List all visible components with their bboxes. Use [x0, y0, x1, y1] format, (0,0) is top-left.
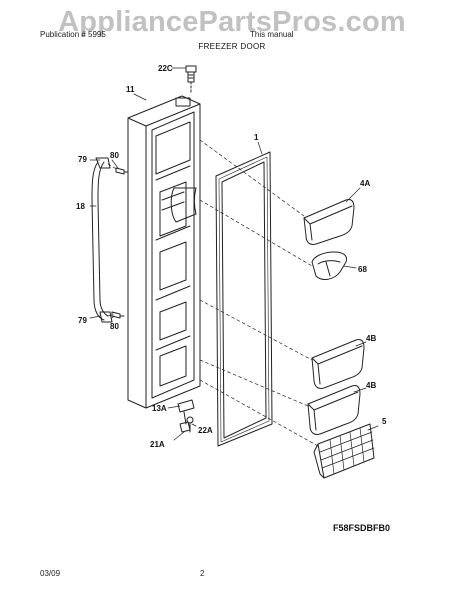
callout-5: 5 [382, 417, 387, 426]
part-22a-screw [186, 416, 194, 433]
part-21a-bushing [179, 421, 191, 433]
part-80-screw-top [115, 167, 129, 175]
part-68-chute-cover [311, 251, 347, 280]
callout-22c: 22C [158, 64, 173, 73]
part-4b-door-bin-upper [311, 339, 365, 389]
header-publication: Publication # 5995 [40, 30, 106, 39]
part-22c-screw [185, 65, 197, 83]
part-11-door-panel [127, 95, 201, 409]
watermark-logo: AppliancePartsPros.com [58, 6, 406, 38]
header-note: This manual [250, 30, 294, 39]
alignment-lines [107, 139, 319, 447]
callout-79-top: 79 [78, 155, 87, 164]
part-18-handle [91, 157, 113, 323]
callout-22a: 22A [198, 426, 213, 435]
part-4b-door-bin-lower [307, 385, 361, 435]
callout-68: 68 [358, 265, 367, 274]
part-13a-hinge [177, 399, 195, 425]
callout-18: 18 [76, 202, 85, 211]
callout-13a: 13A [152, 404, 167, 413]
callout-4b-lower: 4B [366, 381, 376, 390]
callout-79-bottom: 79 [78, 316, 87, 325]
part-80-screw-bottom [111, 311, 125, 319]
diagram-code: F58FSDBFB0 [333, 523, 391, 533]
callout-4a: 4A [360, 179, 370, 188]
leader-lines [89, 67, 379, 441]
part-5-wire-basket [313, 423, 375, 479]
part-1-gasket [215, 151, 273, 447]
page-title: FREEZER DOOR [198, 42, 266, 51]
callout-11: 11 [126, 85, 135, 94]
footer-date: 03/09 [40, 569, 61, 578]
callout-21a: 21A [150, 440, 165, 449]
part-4a-door-bin [303, 199, 355, 245]
footer-page-number: 2 [200, 569, 205, 578]
callout-80-top: 80 [110, 151, 119, 160]
callout-80-bottom: 80 [110, 322, 119, 331]
callout-4b-upper: 4B [366, 334, 376, 343]
callout-1: 1 [254, 133, 259, 142]
